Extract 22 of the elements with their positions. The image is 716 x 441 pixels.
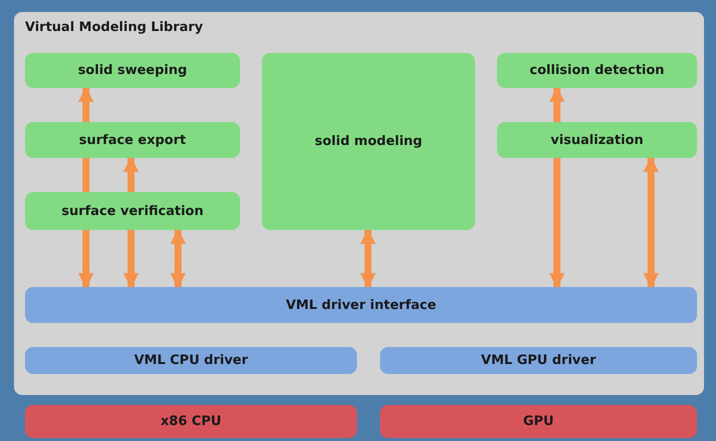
library-panel	[14, 12, 704, 395]
arrow	[549, 86, 565, 122]
module-box: solid sweeping	[25, 53, 240, 88]
hardware-bar: GPU	[380, 405, 697, 438]
module-box: surface verification	[25, 192, 240, 230]
arrow	[643, 156, 659, 289]
driver-bar: VML GPU driver	[380, 347, 697, 374]
module-box: collision detection	[497, 53, 697, 88]
module-box: visualization	[497, 122, 697, 158]
arrow	[549, 158, 565, 289]
hardware-bar: x86 CPU	[25, 405, 357, 438]
arrow	[360, 228, 376, 289]
arrow	[123, 156, 139, 192]
module-box: surface export	[25, 122, 240, 158]
panel-title: Virtual Modeling Library	[25, 20, 204, 35]
arrow	[170, 228, 186, 289]
arrow	[123, 230, 139, 289]
arrow	[78, 86, 94, 122]
arrow	[78, 230, 94, 289]
driver-bar: VML driver interface	[25, 287, 697, 323]
driver-bar: VML CPU driver	[25, 347, 357, 374]
module-box: solid modeling	[262, 53, 475, 230]
